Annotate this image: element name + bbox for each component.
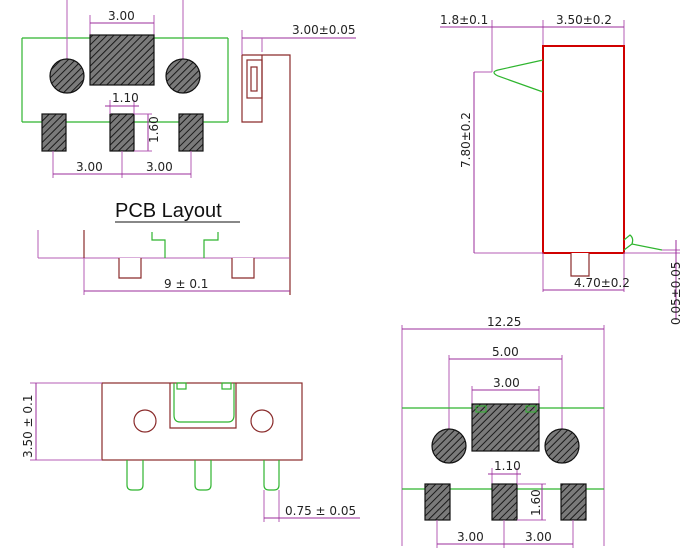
center-pad-bottom — [471, 403, 540, 452]
pad-center — [109, 113, 135, 152]
pad-left — [41, 113, 67, 152]
hole-right-front — [250, 409, 274, 433]
pad-right — [178, 113, 204, 152]
pad-right-bottom — [560, 483, 587, 521]
pad-center-bottom — [491, 483, 518, 521]
dim-7-80: 7.80±0.2 — [459, 112, 473, 168]
dim-0-75: 0.75 ± 0.05 — [285, 504, 356, 518]
body-outline-red — [542, 45, 625, 254]
dim-3-00-br-br: 3.00 — [525, 530, 552, 544]
dim-4-70: 4.70±0.2 — [574, 276, 630, 290]
dim-3-50-01: 3.50 ± 0.1 — [21, 395, 35, 459]
mount-hole-right-bottom — [544, 428, 580, 464]
dim-1-8: 1.8±0.1 — [440, 13, 488, 27]
dim-12-25: 12.25 — [487, 315, 521, 329]
dim-3-00-bottom-left: 3.00 — [76, 160, 103, 174]
mount-hole-left-bottom — [431, 428, 467, 464]
pad-left-bottom — [424, 483, 451, 521]
front-view-bottom: 3.50 ± 0.1 0.75 ± 0.05 — [21, 382, 360, 522]
dim-1-10-br: 1.10 — [494, 459, 521, 473]
dim-3-00-br-top: 3.00 — [493, 376, 520, 390]
body-outline-front — [101, 382, 303, 461]
dim-9: 9 ± 0.1 — [164, 277, 208, 291]
pcb-layout-title: PCB Layout — [115, 200, 222, 222]
pcb-footprint-view-bottom: 12.25 5.00 3.00 1.10 1.60 3.00 3.00 — [401, 315, 605, 548]
dim-3-00-br-bl: 3.00 — [457, 530, 484, 544]
dim-3-50-02: 3.50±0.2 — [556, 13, 612, 27]
pcb-footprint-view: 3.00 1.10 1.60 3.00 3.00 — [21, 0, 229, 178]
mount-hole-right — [165, 58, 201, 94]
hole-left-front — [133, 409, 157, 433]
dim-0-05: 0.05±0.05 — [669, 262, 683, 326]
dim-5-00: 5.00 — [492, 345, 519, 359]
pcb-layout-front-view: PCB Layout 9 ± 0.1 — [37, 200, 290, 295]
side-view-right: 1.8±0.1 3.50±0.2 7.80±0.2 4.70±0.2 0.05±… — [440, 13, 683, 325]
dim-1-60-top: 1.60 — [147, 116, 161, 143]
dim-3-00-top: 3.00 — [108, 9, 135, 23]
dim-1-60-br: 1.60 — [529, 489, 543, 516]
dim-1-10-top: 1.10 — [112, 91, 139, 105]
dim-3-00-bottom-right: 3.00 — [146, 160, 173, 174]
center-pad — [89, 34, 155, 86]
mount-hole-left — [49, 58, 85, 94]
side-profile-view: 3.00±0.05 — [241, 23, 356, 295]
dim-3-00-005: 3.00±0.05 — [292, 23, 356, 37]
